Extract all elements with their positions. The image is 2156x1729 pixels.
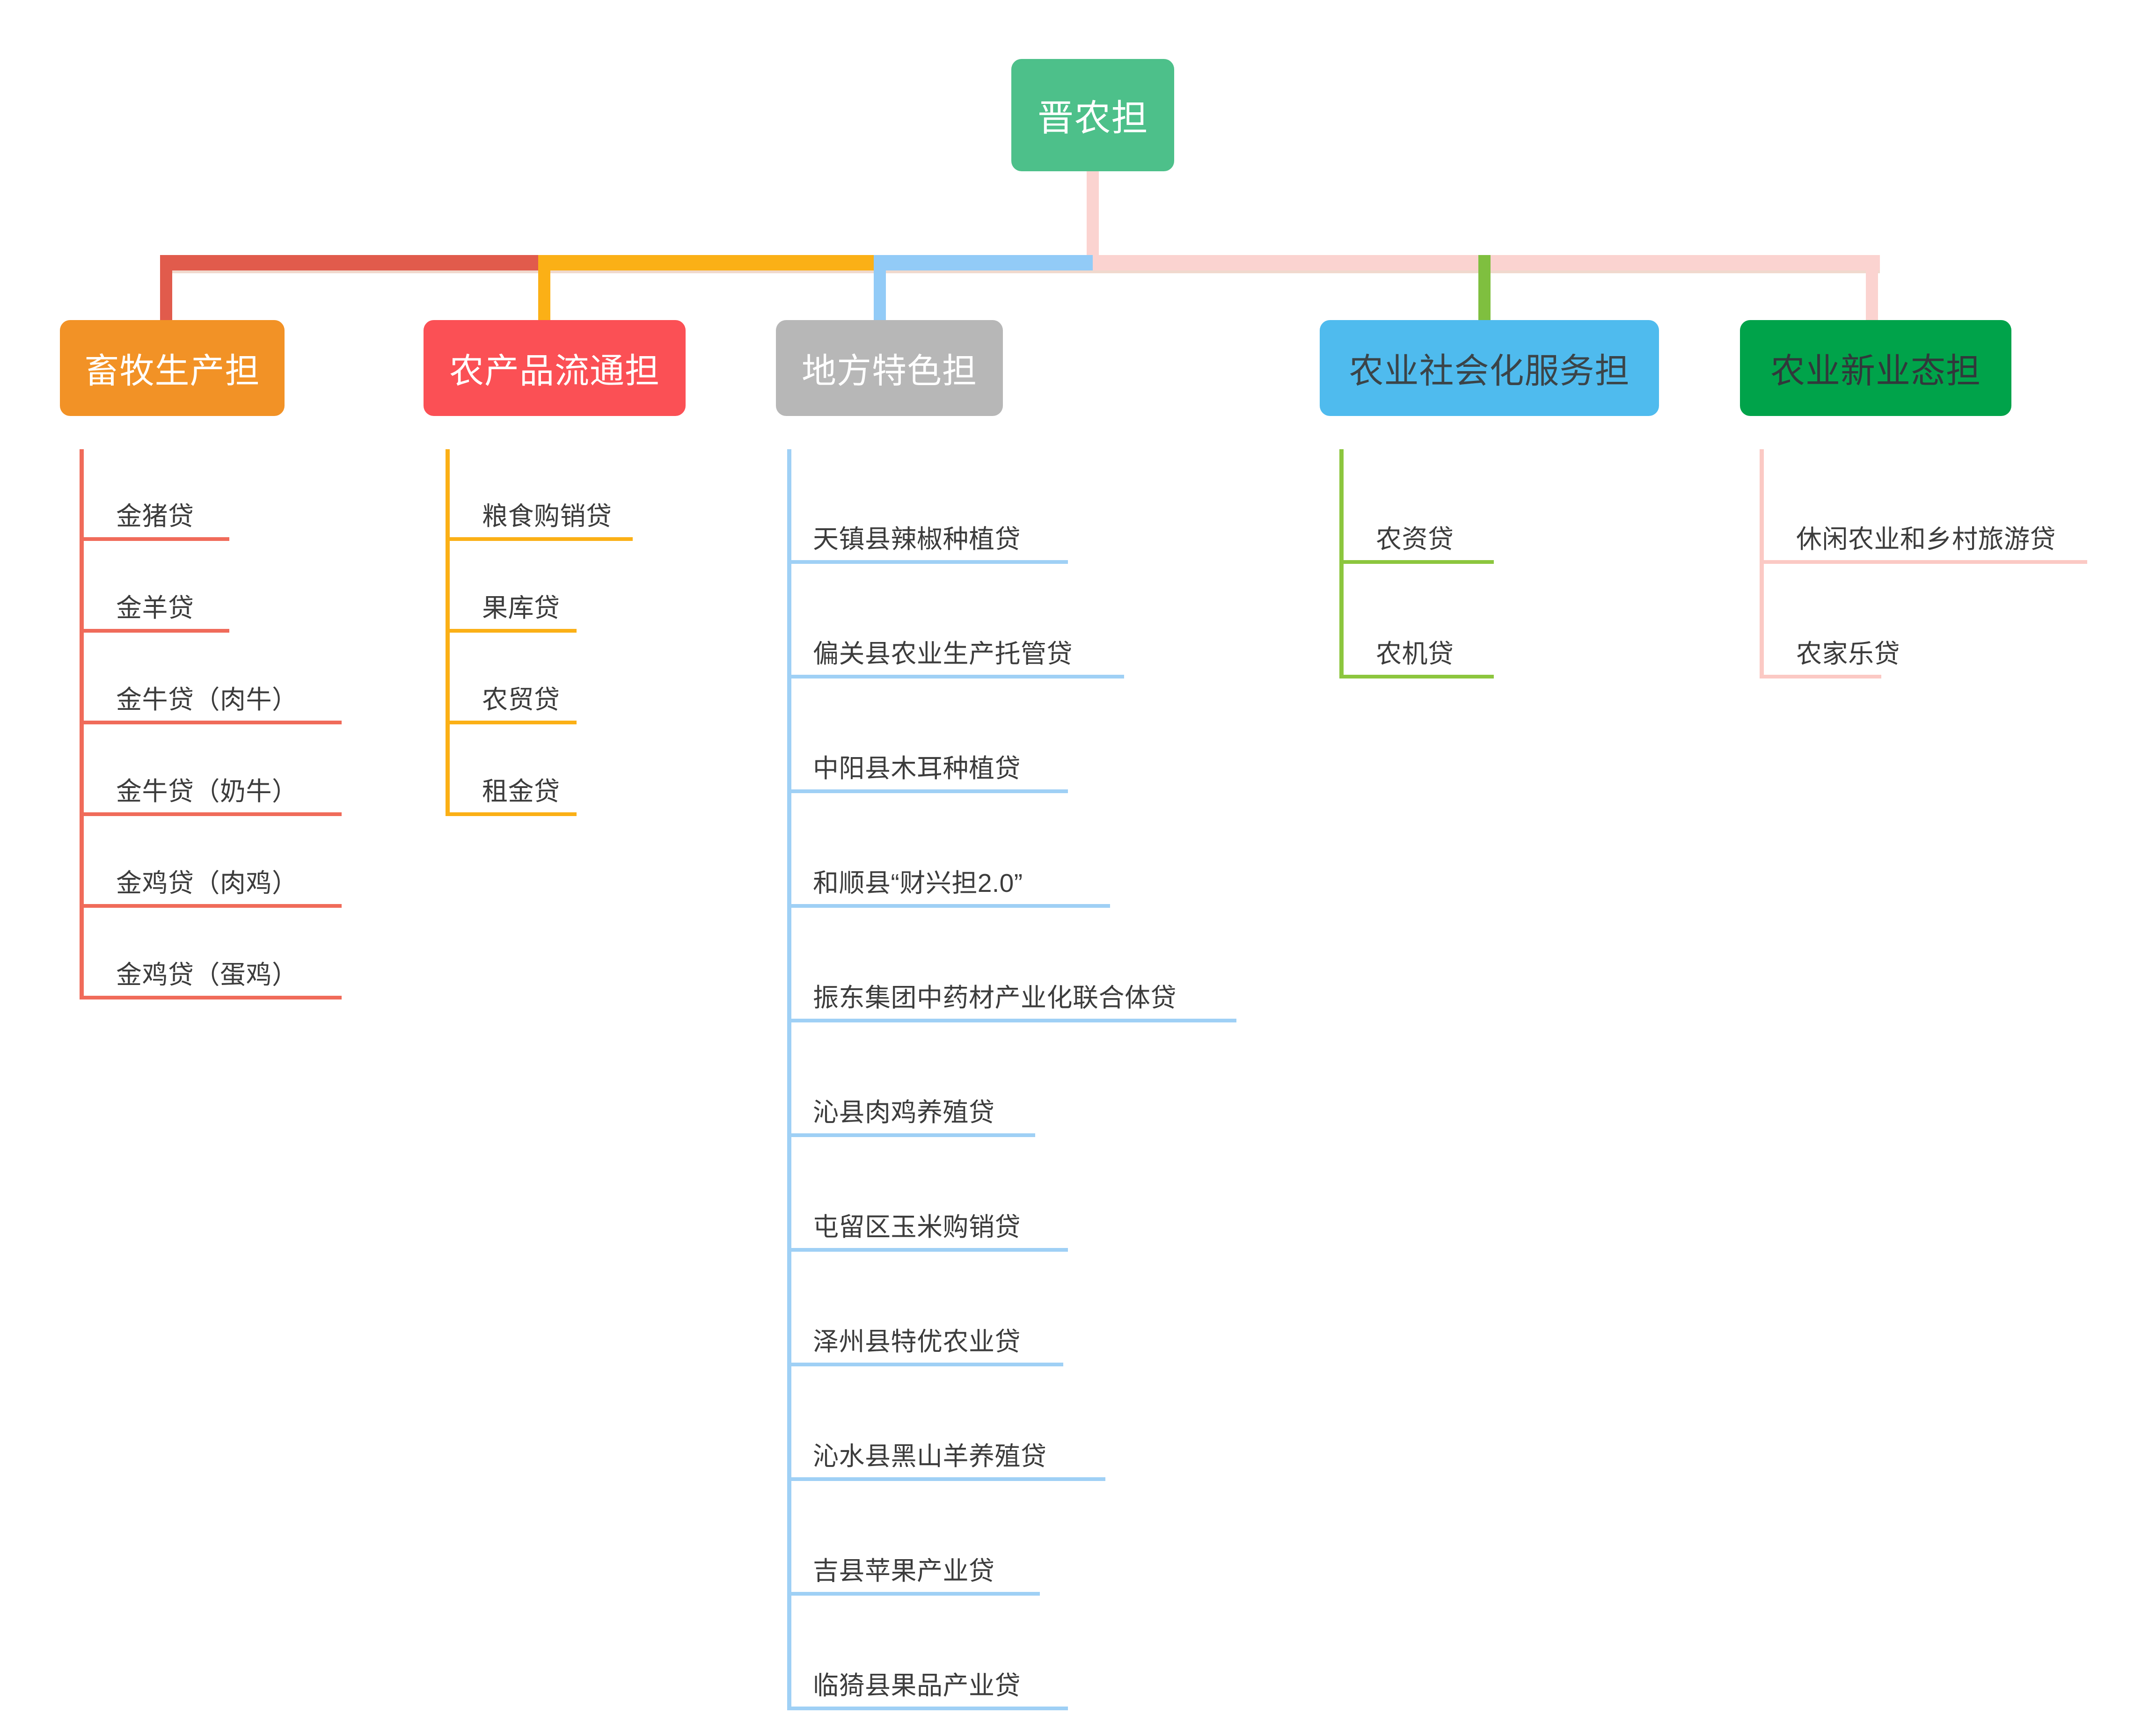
leaf-item-label: 屯留区玉米购销贷 — [813, 1212, 1021, 1241]
branch-node-label: 农产品流通担 — [449, 351, 660, 390]
leaf-item[interactable]: 偏关县农业生产托管贷 — [787, 564, 1124, 678]
leaf-item[interactable]: 农资贷 — [1339, 449, 1494, 564]
branch-node-nongyeshehuihuafuwudan[interactable]: 农业社会化服务担 — [1320, 320, 1659, 416]
leaf-item[interactable]: 农贸贷 — [446, 633, 577, 724]
leaf-item[interactable]: 振东集团中药材产业化联合体贷 — [787, 908, 1236, 1022]
leaf-item-label: 金羊贷 — [116, 593, 194, 622]
root-node-label: 晋农担 — [1037, 97, 1148, 139]
leaf-spine-b1 — [80, 449, 84, 999]
connector-stub-b5 — [1866, 255, 1878, 323]
branch-node-xumushengchandan[interactable]: 畜牧生产担 — [60, 320, 285, 416]
leaf-item-label: 金鸡贷（蛋鸡） — [116, 960, 298, 989]
leaf-item[interactable]: 吉县苹果产业贷 — [787, 1481, 1040, 1596]
leaf-group-b2: 粮食购销贷果库贷农贸贷租金贷 — [446, 449, 1101, 816]
leaf-item[interactable]: 金猪贷 — [80, 449, 229, 541]
leaf-item-label: 金鸡贷（肉鸡） — [116, 868, 298, 897]
leaf-item-label: 租金贷 — [482, 777, 560, 806]
leaf-item-label: 农贸贷 — [482, 685, 560, 714]
connector-stub-b1 — [160, 255, 172, 323]
leaf-item[interactable]: 泽州县特优农业贷 — [787, 1252, 1063, 1366]
leaf-spine-b3 — [787, 449, 791, 1710]
connector-stub-b2 — [538, 255, 550, 323]
leaf-item[interactable]: 农家乐贷 — [1760, 564, 1900, 678]
leaf-item[interactable]: 租金贷 — [446, 724, 577, 816]
leaf-group-b4: 农资贷农机贷 — [1339, 449, 1995, 678]
trunk-segment-2 — [877, 255, 1093, 270]
leaf-group-b3: 天镇县辣椒种植贷偏关县农业生产托管贷中阳县木耳种植贷和顺县“财兴担2.0” 振东集… — [787, 449, 1442, 1710]
leaf-item-label: 吉县苹果产业贷 — [813, 1556, 995, 1585]
branch-node-nongchanpinliutongdan[interactable]: 农产品流通担 — [424, 320, 686, 416]
branch-node-label: 地方特色担 — [802, 351, 977, 390]
branch-node-nongyexinyetaidan[interactable]: 农业新业态担 — [1740, 320, 2011, 416]
branch-node-label: 畜牧生产担 — [84, 351, 260, 390]
leaf-item[interactable]: 金牛贷（奶牛） — [80, 724, 342, 816]
trunk-segment-1 — [548, 255, 877, 270]
leaf-spine-b5 — [1760, 449, 1764, 678]
leaf-item[interactable]: 金鸡贷（蛋鸡） — [80, 908, 342, 999]
branch-node-difangtesedan[interactable]: 地方特色担 — [776, 320, 1003, 416]
trunk-underline — [166, 270, 1880, 273]
connector-stub-b3 — [874, 255, 886, 323]
leaf-spine-b2 — [446, 449, 450, 816]
leaf-item[interactable]: 粮食购销贷 — [446, 449, 633, 541]
leaf-item-label: 金牛贷（肉牛） — [116, 685, 298, 714]
leaf-item-label: 偏关县农业生产托管贷 — [813, 639, 1073, 668]
leaf-item[interactable]: 果库贷 — [446, 541, 577, 633]
leaf-item[interactable]: 中阳县木耳种植贷 — [787, 678, 1068, 793]
leaf-item-label: 沁水县黑山羊养殖贷 — [813, 1442, 1047, 1471]
leaf-item-label: 和顺县“财兴担2.0” — [813, 868, 1023, 897]
trunk-segment-0 — [166, 255, 548, 270]
leaf-item[interactable]: 屯留区玉米购销贷 — [787, 1137, 1068, 1252]
leaf-group-b1: 金猪贷金羊贷金牛贷（肉牛） 金牛贷（奶牛） 金鸡贷（肉鸡） 金鸡贷（蛋鸡） — [80, 449, 735, 999]
leaf-item-label: 金牛贷（奶牛） — [116, 777, 298, 806]
leaf-item-label: 果库贷 — [482, 593, 560, 622]
connector-stub-b4 — [1478, 255, 1491, 323]
leaf-item[interactable]: 沁水县黑山羊养殖贷 — [787, 1366, 1105, 1481]
leaf-item-label: 农机贷 — [1376, 639, 1454, 668]
leaf-item[interactable]: 沁县肉鸡养殖贷 — [787, 1022, 1035, 1137]
leaf-item[interactable]: 金牛贷（肉牛） — [80, 633, 342, 724]
leaf-item-label: 临猗县果品产业贷 — [813, 1671, 1021, 1700]
leaf-item[interactable]: 天镇县辣椒种植贷 — [787, 449, 1068, 564]
leaf-item-label: 中阳县木耳种植贷 — [813, 754, 1021, 783]
leaf-item[interactable]: 和顺县“财兴担2.0” — [787, 793, 1110, 908]
leaf-item-label: 农家乐贷 — [1796, 639, 1900, 668]
leaf-item-label: 粮食购销贷 — [482, 502, 612, 531]
leaf-item[interactable]: 农机贷 — [1339, 564, 1494, 678]
branch-node-label: 农业社会化服务担 — [1349, 351, 1630, 390]
leaf-group-b5: 休闲农业和乡村旅游贷农家乐贷 — [1760, 449, 2156, 678]
leaf-item-label: 振东集团中药材产业化联合体贷 — [813, 983, 1177, 1012]
root-stem-connector — [1087, 171, 1099, 261]
leaf-item-label: 泽州县特优农业贷 — [813, 1327, 1021, 1356]
leaf-spine-b4 — [1339, 449, 1344, 678]
leaf-item-label: 金猪贷 — [116, 502, 194, 531]
leaf-item-label: 休闲农业和乡村旅游贷 — [1796, 525, 2056, 554]
leaf-item-label: 沁县肉鸡养殖贷 — [813, 1098, 995, 1127]
leaf-item-label: 农资贷 — [1376, 525, 1454, 554]
branch-node-label: 农业新业态担 — [1770, 351, 1981, 390]
leaf-item[interactable]: 金鸡贷（肉鸡） — [80, 816, 342, 908]
leaf-item[interactable]: 休闲农业和乡村旅游贷 — [1760, 449, 2087, 564]
root-node-jinnongdan[interactable]: 晋农担 — [1011, 59, 1174, 171]
leaf-item[interactable]: 金羊贷 — [80, 541, 229, 633]
leaf-item-label: 天镇县辣椒种植贷 — [813, 525, 1021, 554]
leaf-item[interactable]: 临猗县果品产业贷 — [787, 1596, 1068, 1710]
